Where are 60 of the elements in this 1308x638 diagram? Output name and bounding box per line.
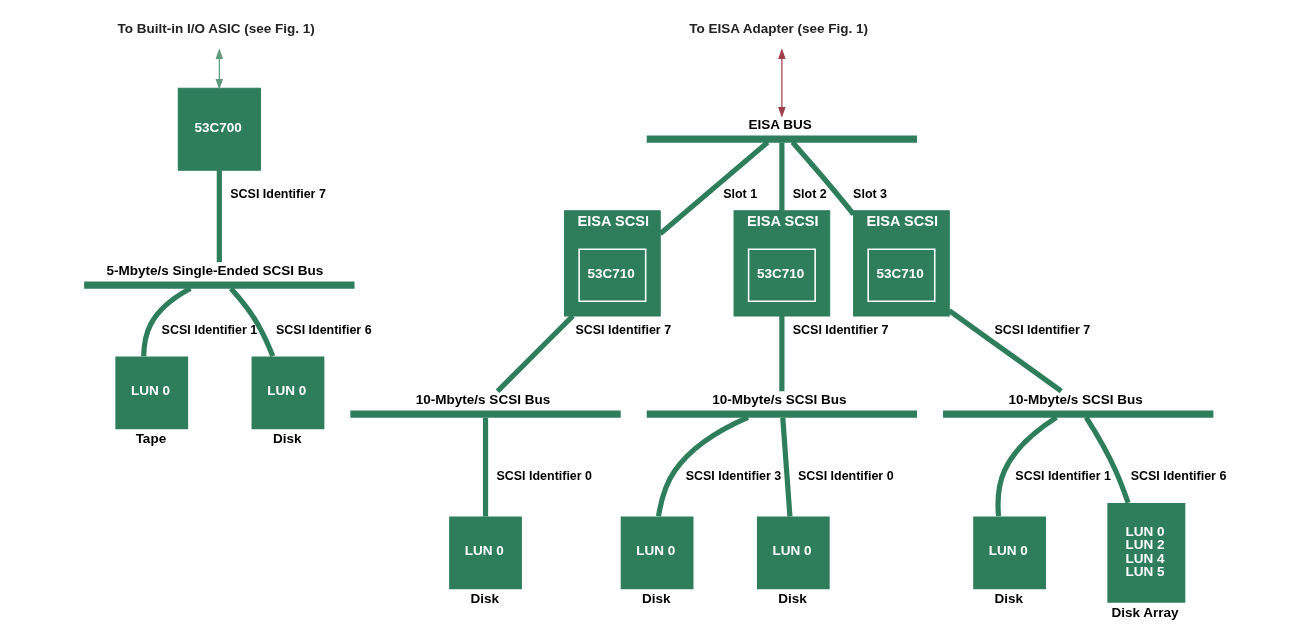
node-text: To EISA Adapter (see Fig. 1) — [688, 21, 868, 37]
node-text: To Built-in I/O ASIC (see Fig. 1) — [116, 21, 315, 37]
node-box: LUN 0 — [251, 356, 324, 430]
node-label: 10-Mbyte/s SCSI Bus — [415, 391, 550, 407]
connector — [228, 286, 275, 358]
node-box: LUN 0 — [620, 516, 693, 590]
arrow — [215, 48, 223, 90]
arrow — [777, 48, 786, 118]
node-label: Disk — [469, 591, 499, 607]
node-label: 5-Mbyte/s Single-Ended SCSI Bus — [106, 262, 323, 278]
node-box: LUN 0 — [756, 516, 830, 590]
connector — [947, 308, 1063, 394]
edge-label: SCSI Identifier 3 — [685, 469, 781, 484]
node-label: Tape — [135, 431, 166, 447]
connector — [1083, 416, 1131, 504]
node-box — [942, 410, 1213, 418]
node-box: 53C710 — [747, 248, 816, 303]
edge-label: SCSI Identifier 7 — [229, 187, 326, 202]
edge-label: SCSI Identifier 0 — [797, 469, 894, 484]
edge-label: SCSI Identifier 7 — [792, 322, 888, 337]
node-label: Disk — [994, 591, 1023, 607]
node-box — [83, 281, 354, 289]
node-box: LUN 0 — [448, 516, 522, 590]
node-box — [349, 410, 621, 418]
node-label: 10-Mbyte/s SCSI Bus — [1008, 391, 1143, 407]
edge-label: SCSI Identifier 1 — [1014, 469, 1111, 484]
connector — [994, 415, 1058, 517]
node-label: EISA BUS — [748, 116, 812, 132]
connector — [779, 417, 793, 517]
node-box: LUN 0 LUN 2 LUN 4 LUN 5 — [1106, 503, 1185, 603]
node-label: Disk Array — [1111, 604, 1179, 620]
edge-label: Slot 1 — [722, 187, 757, 202]
edge-label: SCSI Identifier 7 — [574, 322, 671, 337]
node-label: Disk — [272, 431, 301, 447]
edge-label: SCSI Identifier 6 — [1130, 469, 1226, 484]
connector — [655, 414, 749, 517]
edge-label: Slot 2 — [792, 187, 827, 202]
connector — [790, 140, 856, 216]
node-label: Disk — [641, 591, 671, 607]
edge-label: SCSI Identifier 6 — [275, 322, 372, 337]
connector — [140, 286, 192, 357]
connector — [778, 315, 784, 392]
node-label: Disk — [777, 591, 807, 607]
node-label: 10-Mbyte/s SCSI Bus — [711, 391, 847, 407]
node-box — [646, 135, 917, 143]
edge-label: SCSI Identifier 0 — [495, 469, 592, 484]
edge-label: SCSI Identifier 7 — [994, 322, 1090, 337]
node-box: LUN 0 — [972, 516, 1046, 590]
node-box: 53C710 — [577, 248, 646, 303]
connector — [495, 314, 575, 394]
connector — [216, 170, 222, 263]
connector — [482, 417, 488, 517]
node-box: 53C710 — [866, 248, 935, 303]
node-box — [646, 410, 917, 418]
edge-label: SCSI Identifier 1 — [161, 322, 257, 337]
node-box: 53C700 — [177, 87, 261, 171]
connector — [778, 142, 784, 211]
node-box: LUN 0 — [114, 356, 188, 430]
edge-label: Slot 3 — [852, 187, 887, 202]
connector — [658, 140, 769, 236]
